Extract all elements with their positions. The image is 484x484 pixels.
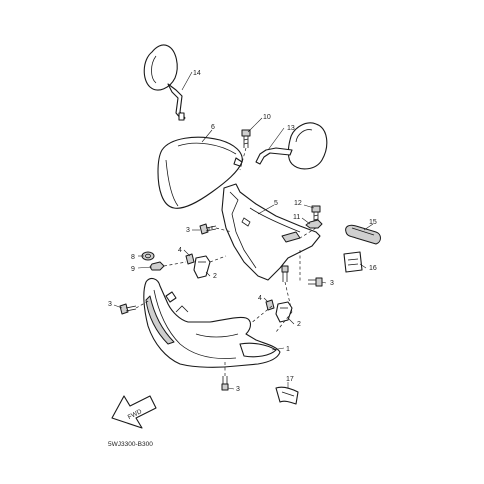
callout-16: 16 [369, 265, 377, 272]
screw-3c [119, 303, 137, 315]
upper-handle-cover [221, 183, 321, 281]
callout-2a: 2 [213, 273, 217, 280]
callout-9: 9 [131, 266, 135, 273]
right-mirror [255, 122, 328, 170]
part-code: 5WJ3300-B300 [108, 441, 153, 448]
callout-15: 15 [369, 219, 377, 226]
callout-6: 6 [211, 124, 215, 131]
screw-3d [221, 376, 229, 391]
callout-3c: 3 [108, 301, 112, 308]
label-16 [343, 251, 363, 273]
callout-10: 10 [263, 114, 271, 121]
callout-numbers: 14 10 13 6 5 12 11 15 16 3 8 9 4 2 3 3 4… [108, 70, 377, 393]
front-visor [157, 136, 243, 209]
callout-1: 1 [286, 346, 290, 353]
callout-11: 11 [293, 214, 300, 221]
callout-13: 13 [287, 125, 295, 132]
callout-12: 12 [294, 200, 302, 207]
callout-2b: 2 [297, 321, 301, 328]
callout-3a: 3 [186, 227, 190, 234]
callout-5: 5 [274, 200, 278, 207]
clip-nut-upper [185, 253, 211, 279]
pad-15 [345, 224, 381, 245]
leader-lines [113, 71, 374, 390]
callout-3d: 3 [236, 386, 240, 393]
screw-3b [308, 277, 323, 287]
callout-8: 8 [131, 254, 135, 261]
callout-4a: 4 [178, 247, 182, 254]
collar-9 [149, 261, 165, 271]
screw-3a [199, 223, 217, 235]
callout-17: 17 [286, 376, 294, 383]
lower-front-cover [143, 277, 281, 368]
clip-nut-lower [265, 299, 293, 323]
side-trim-17 [275, 386, 299, 405]
bolt-12 [311, 205, 321, 224]
fwd-arrow-icon: FWD [111, 395, 157, 429]
callout-3b: 3 [330, 280, 334, 287]
callout-4b: 4 [258, 295, 262, 302]
visor-screw [241, 129, 251, 148]
nut-11 [305, 219, 323, 229]
left-mirror [143, 44, 186, 121]
assembly-lines [135, 147, 317, 376]
callout-14: 14 [193, 70, 201, 77]
screw-center [281, 265, 289, 282]
